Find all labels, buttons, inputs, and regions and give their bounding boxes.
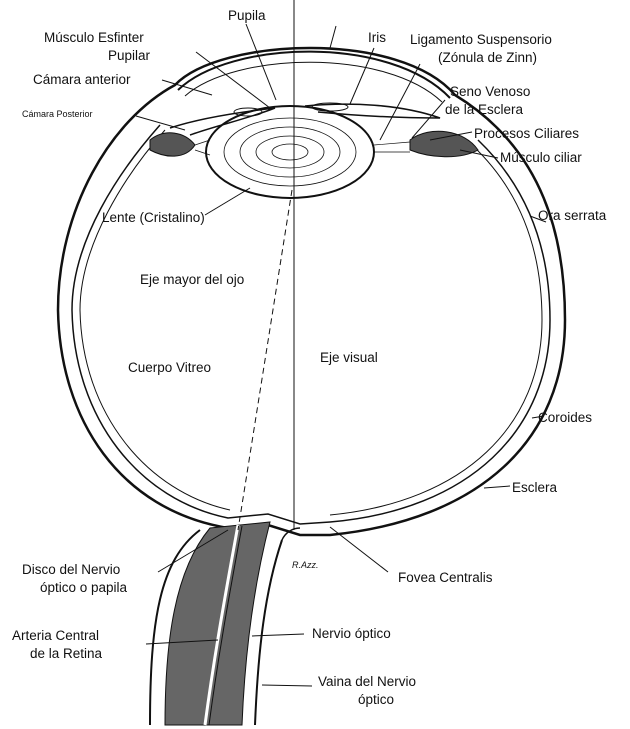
label-camara-anterior: Cámara anterior [33,72,131,87]
leader-camara-posterior [136,116,185,130]
label-disco-1: Disco del Nervio [22,562,120,577]
label-pupila: Pupila [228,8,266,23]
leader-fovea [330,527,388,572]
cornea [178,52,450,98]
lens-ring-2 [240,127,340,177]
leader-ligament [380,64,420,140]
leader-vaina [262,685,312,686]
leader-sphincter [196,52,270,108]
label-coroides: Coroides [538,410,592,425]
zonule-fibers [195,140,410,155]
label-arteria-1: Arteria Central [12,628,99,643]
leader-lente [205,188,250,215]
leader-esclera [484,486,510,488]
lens-ring-1 [224,118,356,186]
label-fovea: Fovea Centralis [398,570,493,585]
leader-pupila [246,24,276,100]
label-musculo-ciliar: Músculo ciliar [500,150,582,165]
label-esfinter-1: Músculo Esfinter [44,30,144,45]
label-lente: Lente (Cristalino) [102,210,205,225]
label-esclera: Esclera [512,480,558,495]
lens-ring-4 [272,144,308,160]
label-seno-2: de la Esclera [445,102,524,117]
label-disco-2: óptico o papila [40,580,128,595]
artist-signature: R.Azz. [292,560,319,570]
leader-top-right [330,26,336,48]
optical-axis [238,190,292,530]
optic-nerve-inner [165,522,270,725]
leader-nervio [252,634,304,636]
label-cuerpo: Cuerpo Vitreo [128,360,211,375]
label-camara-posterior: Cámara Posterior [22,109,93,119]
label-eje-visual: Eje visual [320,350,378,365]
label-nervio: Nervio óptico [312,626,391,641]
label-seno-1: Seno Venoso [450,84,530,99]
label-arteria-2: de la Retina [30,646,103,661]
lens-ring-3 [256,136,324,168]
label-vaina-2: óptico [358,692,394,707]
label-procesos: Procesos Ciliares [474,126,579,141]
label-vaina-1: Vaina del Nervio [318,674,416,689]
lens [206,106,374,198]
ciliary-left [150,133,195,156]
label-ligamento-2: (Zónula de Zinn) [438,50,537,65]
retina-outline [72,125,550,524]
label-eje-mayor: Eje mayor del ojo [140,272,244,287]
label-ligamento-1: Ligamento Suspensorio [410,32,552,47]
label-ora: Ora serrata [538,208,607,223]
label-iris: Iris [368,30,386,45]
ciliary-right [410,131,478,156]
label-esfinter-2: Pupilar [108,48,151,63]
